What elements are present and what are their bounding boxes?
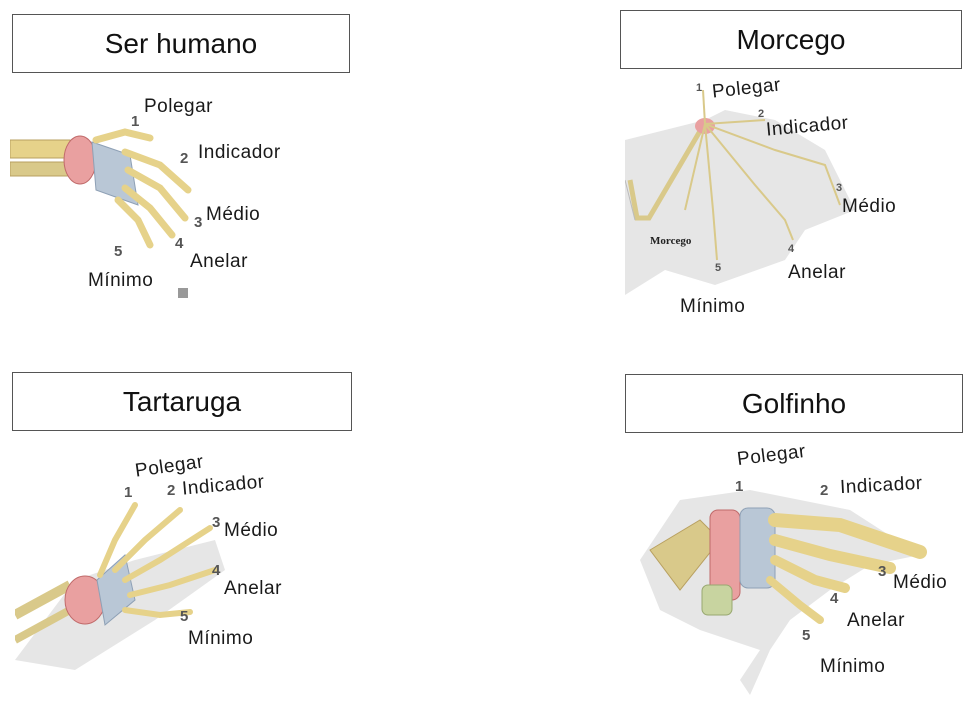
bat-number-2: 2 (758, 108, 764, 120)
human-label-medio: Médio (206, 204, 260, 226)
turtle-number-1: 1 (124, 484, 132, 501)
bat-number-4: 4 (788, 243, 794, 255)
bat-label-minimo: Mínimo (680, 296, 745, 318)
dolphin-label-minimo: Mínimo (820, 656, 885, 678)
turtle-label-minimo: Mínimo (188, 628, 253, 650)
bat-inner-label: Morcego (650, 235, 691, 247)
dolphin-label-medio: Médio (893, 572, 947, 594)
dolphin-number-3: 3 (878, 563, 886, 580)
turtle-label-anelar: Anelar (224, 578, 282, 600)
panel-title-dolphin: Golfinho (625, 374, 963, 433)
bat-label-anelar: Anelar (788, 262, 846, 284)
bat-number-1: 1 (696, 82, 702, 94)
human-number-3: 3 (194, 214, 202, 231)
turtle-label-medio: Médio (224, 520, 278, 542)
human-number-5: 5 (114, 243, 122, 260)
turtle-number-4: 4 (212, 562, 220, 579)
human-number-4: 4 (175, 235, 183, 252)
panel-title-turtle: Tartaruga (12, 372, 352, 431)
dolphin-number-4: 4 (830, 590, 838, 607)
turtle-label-indicador: Indicador (181, 471, 265, 500)
human-label-anelar: Anelar (190, 251, 248, 273)
bat-number-5: 5 (715, 262, 721, 274)
human-number-1: 1 (131, 113, 139, 130)
turtle-number-2: 2 (167, 482, 175, 499)
dolphin-number-5: 5 (802, 627, 810, 644)
turtle-flipper-illustration (15, 500, 245, 680)
human-label-polegar: Polegar (144, 96, 213, 118)
turtle-number-5: 5 (180, 608, 188, 625)
dolphin-label-anelar: Anelar (847, 610, 905, 632)
panel-title-human: Ser humano (12, 14, 350, 73)
dolphin-number-2: 2 (820, 482, 828, 499)
dolphin-label-indicador: Indicador (839, 473, 923, 499)
panel-title-bat: Morcego (620, 10, 962, 69)
bat-label-medio: Médio (842, 196, 896, 218)
turtle-number-3: 3 (212, 514, 220, 531)
bat-number-3: 3 (836, 182, 842, 194)
human-number-2: 2 (180, 150, 188, 167)
dolphin-label-polegar: Polegar (736, 441, 807, 471)
human-label-minimo: Mínimo (88, 270, 153, 292)
human-label-indicador: Indicador (198, 142, 281, 164)
dolphin-number-1: 1 (735, 478, 743, 495)
